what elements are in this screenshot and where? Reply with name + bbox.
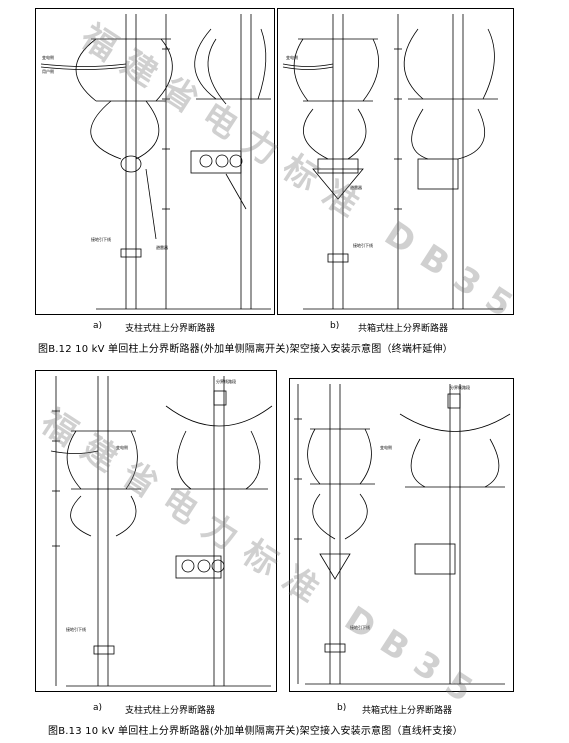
b12-panel-b-title: 共箱式柱上分界断路器 xyxy=(358,324,449,334)
svg-text:接地引下线: 接地引下线 xyxy=(350,624,370,630)
svg-text:避雷器: 避雷器 xyxy=(350,184,362,190)
figure-b13-panel-b: 分界线路段变电侧 接地引下线 xyxy=(289,378,514,692)
svg-text:接地引下线: 接地引下线 xyxy=(66,626,86,632)
svg-text:避雷器: 避雷器 xyxy=(156,244,168,250)
svg-text:接地引下线: 接地引下线 xyxy=(91,236,111,242)
figure-b12-panel-b: 变电侧避雷器 接地引下线 xyxy=(277,8,514,315)
b13-panel-a-label: a) xyxy=(93,703,103,713)
figure-b13-caption: 图B.13 10 kV 单回柱上分界断路器(外加单侧隔离开关)架空接入安装示意图… xyxy=(48,726,463,737)
b12-panel-b-label: b) xyxy=(330,321,340,331)
svg-text:分界线路段: 分界线路段 xyxy=(450,384,470,390)
figure-b13-panel-a: 分界线路段变电侧 接地引下线 xyxy=(35,370,277,692)
b12-panel-a-title: 支柱式柱上分界断路器 xyxy=(125,324,216,334)
svg-text:变电侧: 变电侧 xyxy=(116,444,128,450)
b13-panel-b-label: b) xyxy=(337,703,347,713)
b12-panel-a-label: a) xyxy=(93,321,103,331)
b13-panel-a-title: 支柱式柱上分界断路器 xyxy=(125,706,216,716)
svg-text:变电侧: 变电侧 xyxy=(42,54,54,60)
b13-panel-b-title: 共箱式柱上分界断路器 xyxy=(362,706,453,716)
svg-text:变电侧: 变电侧 xyxy=(380,444,392,450)
figure-b12-caption: 图B.12 10 kV 单回柱上分界断路器(外加单侧隔离开关)架空接入安装示意图… xyxy=(38,344,453,355)
svg-text:分界线路段: 分界线路段 xyxy=(216,378,236,384)
svg-text:用户侧: 用户侧 xyxy=(42,68,54,74)
svg-text:接地引下线: 接地引下线 xyxy=(353,242,373,248)
svg-text:变电侧: 变电侧 xyxy=(286,54,298,60)
figure-b12-panel-a: 变电侧用户侧 接地引下线避雷器 xyxy=(35,8,275,315)
